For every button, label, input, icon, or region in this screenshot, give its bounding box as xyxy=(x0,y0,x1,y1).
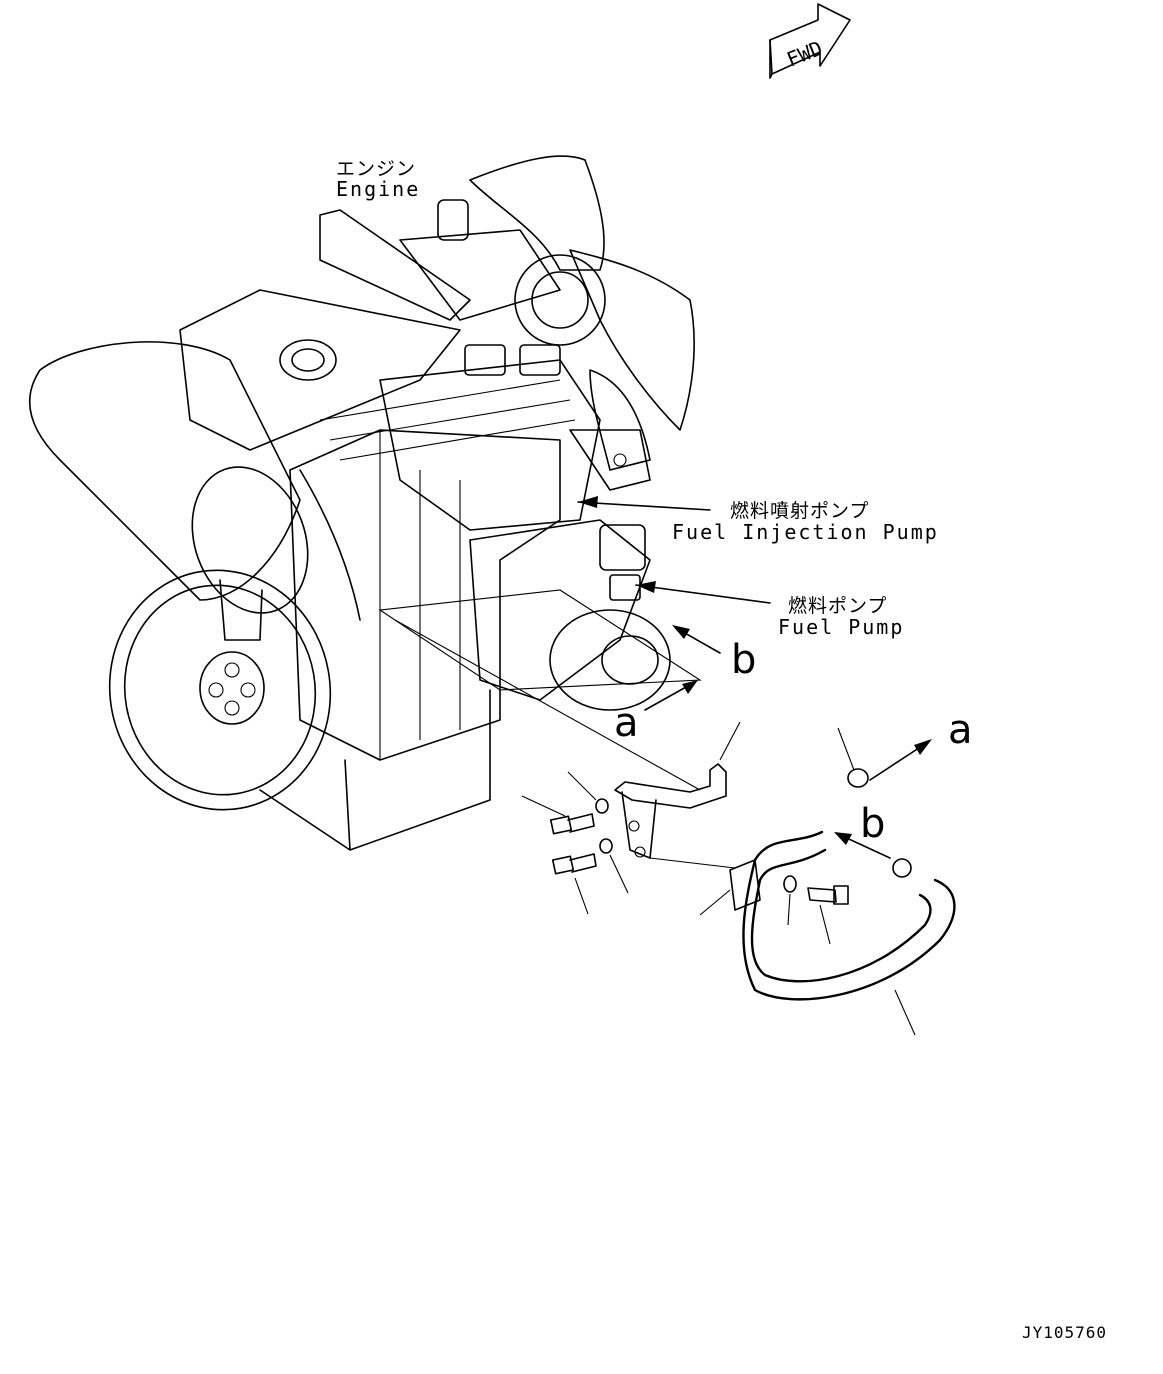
washer-lower xyxy=(599,838,613,854)
fuel-pump-label-jp: 燃料ポンプ xyxy=(788,595,888,617)
bracket-part xyxy=(614,721,741,859)
washer-upper xyxy=(595,798,609,814)
bolt-upper xyxy=(521,795,595,835)
fuel-pump-leader xyxy=(635,584,771,604)
washer-right xyxy=(783,875,797,893)
clamp-top xyxy=(837,727,869,788)
ref-letter-b-right: b xyxy=(860,801,886,847)
engine-label-en: Engine xyxy=(336,177,421,201)
fuel-injection-pump-leader xyxy=(577,501,711,511)
ref-letter-a-left: a xyxy=(614,700,639,746)
engine-drawing xyxy=(28,155,702,851)
fuel-pump-label-en: Fuel Pump xyxy=(778,615,905,639)
drawing-number: JY105760 xyxy=(1022,1323,1108,1342)
fwd-arrow-icon: FWD xyxy=(769,3,851,79)
bolt-right xyxy=(807,885,849,945)
fuel-injection-pump-label-jp: 燃料噴射ポンプ xyxy=(730,500,870,522)
fuel-injection-pump-label-en: Fuel Injection Pump xyxy=(672,520,939,544)
engine-label-jp: エンジン xyxy=(336,158,417,180)
ref-letter-a-right: a xyxy=(948,707,973,753)
ref-letter-b-left: b xyxy=(731,637,757,683)
fuel-hose xyxy=(649,830,956,1036)
clamp-lower xyxy=(892,858,912,878)
bolt-lower xyxy=(551,853,597,915)
